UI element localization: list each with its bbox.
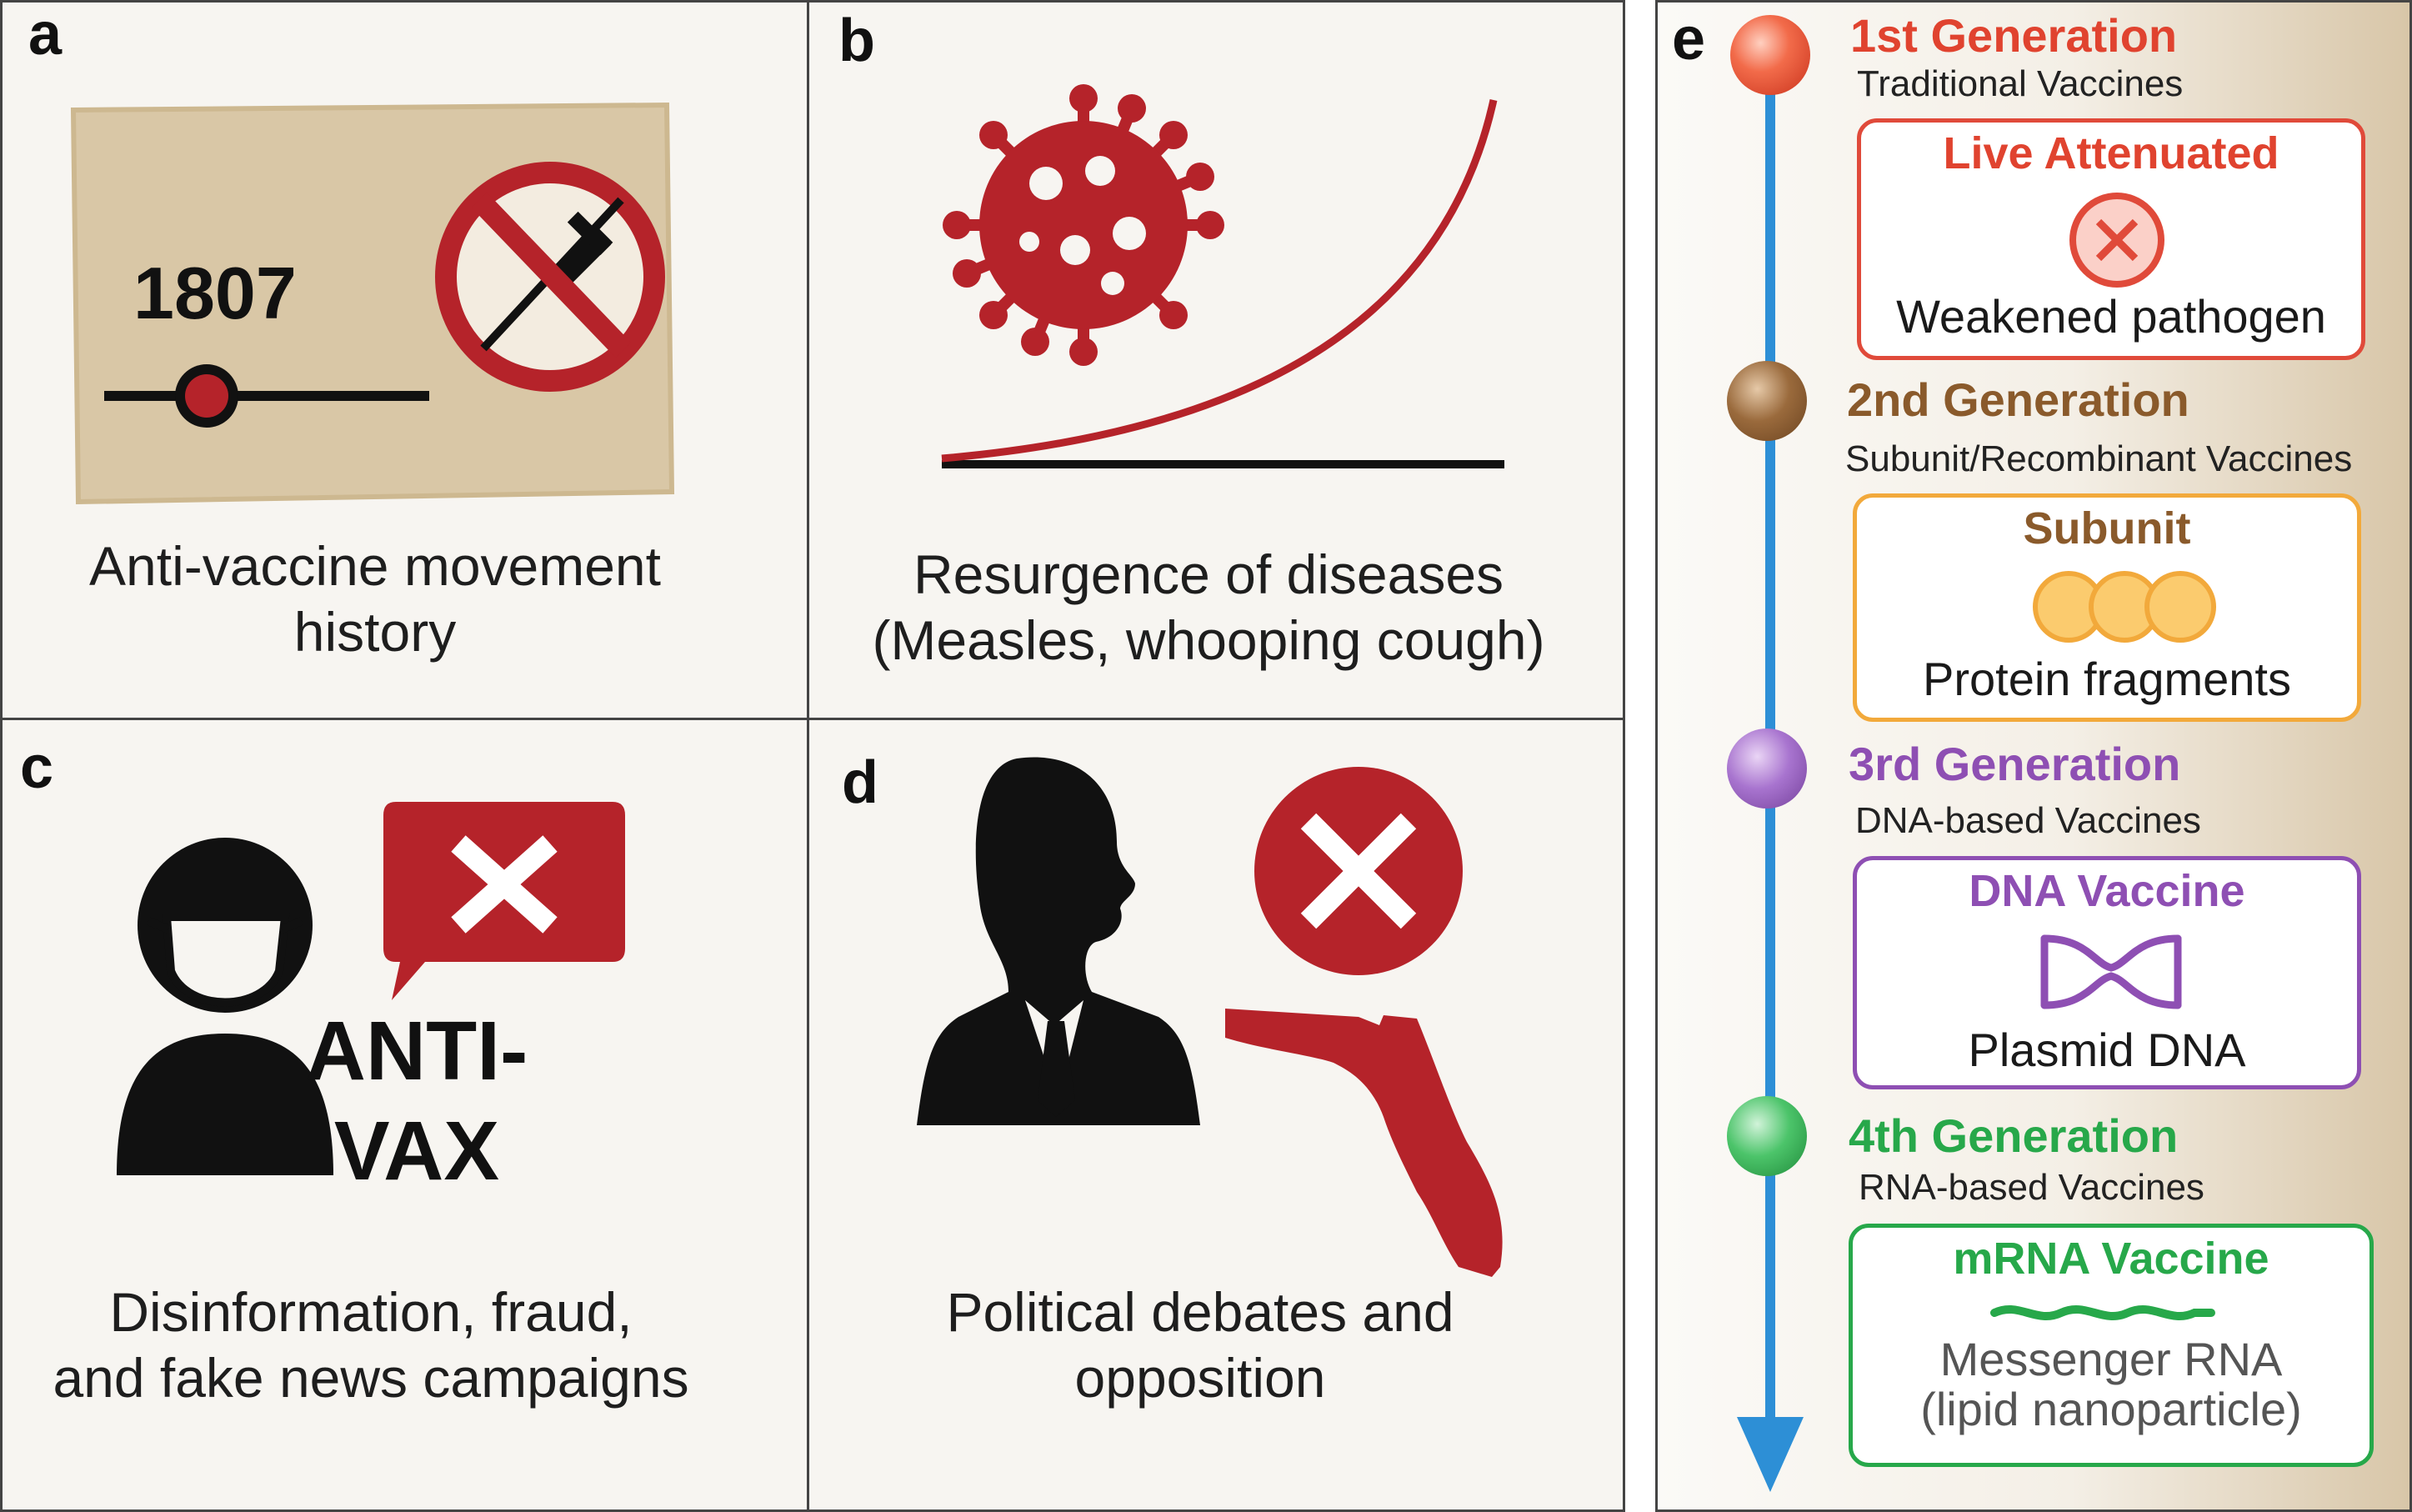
generation-4-box-desc-line1: Messenger RNA xyxy=(1939,1333,2283,1385)
panel-label-e: e xyxy=(1672,6,1706,73)
anti-vax-badge-line2: VAX xyxy=(334,1104,499,1192)
caption-c: Disinformation, fraud, and fake news cam… xyxy=(0,1279,742,1411)
anti-vax-illustration: ANTI- VAX xyxy=(117,802,625,1192)
caption-d-line2: opposition xyxy=(1074,1347,1326,1409)
generation-3-title: 3rd Generation xyxy=(1849,738,2181,790)
grid-divider-vertical xyxy=(807,0,809,1512)
generation-3-dot xyxy=(1727,728,1807,809)
generation-3-box: DNA Vaccine Plasmid DNA xyxy=(1853,856,2361,1089)
panel-label-b: b xyxy=(838,8,875,74)
generation-3-box-title: DNA Vaccine xyxy=(1969,866,2245,916)
generation-2-box-title: Subunit xyxy=(2023,503,2191,553)
no-syringe-icon xyxy=(435,162,665,392)
generation-1-dot xyxy=(1730,15,1810,95)
generation-4-box: mRNA Vaccine Messenger RNA (lipid nanopa… xyxy=(1849,1224,2374,1467)
virus-icon xyxy=(943,84,1224,366)
anti-vax-badge-line1: ANTI- xyxy=(306,1004,528,1098)
generation-1-box-title: Live Attenuated xyxy=(1943,128,2279,178)
caption-a: Anti-vaccine movement history xyxy=(25,533,725,665)
politician-silhouette-icon xyxy=(917,757,1200,1125)
generation-1-subtitle: Traditional Vaccines xyxy=(1857,63,2184,104)
caption-c-line1: Disinformation, fraud, xyxy=(109,1281,633,1343)
masked-person-icon xyxy=(117,838,333,1175)
caption-b: Resurgence of diseases (Measles, whoopin… xyxy=(817,542,1600,673)
weakened-pathogen-icon xyxy=(2069,193,2164,288)
panel-label-c: c xyxy=(20,734,54,801)
anti-vaccine-history-illustration: 1807 xyxy=(70,102,675,505)
caption-d: Political debates and opposition xyxy=(817,1279,1584,1411)
generation-1-title: 1st Generation xyxy=(1850,9,2178,62)
generation-1-box-desc: Weakened pathogen xyxy=(1896,290,2326,343)
generation-4-box-desc-line2: (lipid nanoparticle) xyxy=(1920,1383,2302,1435)
caption-b-line1: Resurgence of diseases xyxy=(913,543,1504,605)
generation-4-box-title: mRNA Vaccine xyxy=(1953,1234,2269,1284)
caption-a-line2: history xyxy=(293,601,457,663)
plasmid-dna-icon xyxy=(2040,934,2182,1009)
political-opposition-illustration xyxy=(917,757,1503,1277)
speech-bubble-x-icon xyxy=(383,802,625,1000)
generation-4-subtitle: RNA-based Vaccines xyxy=(1859,1167,2204,1208)
florida-map-icon xyxy=(1225,1009,1503,1277)
grid-divider-horizontal xyxy=(0,718,1625,720)
disease-resurgence-illustration xyxy=(941,84,1504,468)
generation-2-dot xyxy=(1727,361,1807,441)
generation-4-dot xyxy=(1727,1096,1807,1176)
messenger-rna-icon xyxy=(1990,1305,2215,1320)
generation-2-box: Subunit Protein fragments xyxy=(1853,493,2361,722)
generation-2-title: 2nd Generation xyxy=(1847,373,2189,426)
year-label: 1807 xyxy=(133,252,297,334)
caption-b-line2: (Measles, whooping cough) xyxy=(872,609,1545,672)
generation-3-box-desc: Plasmid DNA xyxy=(1968,1024,2246,1076)
panel-label-d: d xyxy=(842,749,878,816)
generation-2-subtitle: Subunit/Recombinant Vaccines xyxy=(1845,438,2353,479)
timeline-arrow-icon xyxy=(1737,1417,1804,1492)
resurgence-curve xyxy=(941,99,1498,463)
panel-label-a: a xyxy=(28,1,63,68)
generation-4-title: 4th Generation xyxy=(1849,1109,2179,1162)
protein-fragments-icon xyxy=(2033,571,2216,643)
caption-c-line2: and fake news campaigns xyxy=(53,1347,689,1409)
caption-a-line1: Anti-vaccine movement xyxy=(89,535,661,597)
generation-2-box-desc: Protein fragments xyxy=(1923,653,2291,705)
red-x-circle-icon xyxy=(1254,767,1463,975)
caption-d-line1: Political debates and xyxy=(946,1281,1454,1343)
generation-3-subtitle: DNA-based Vaccines xyxy=(1855,800,2201,841)
generation-1-box: Live Attenuated Weakened pathogen xyxy=(1857,118,2365,360)
